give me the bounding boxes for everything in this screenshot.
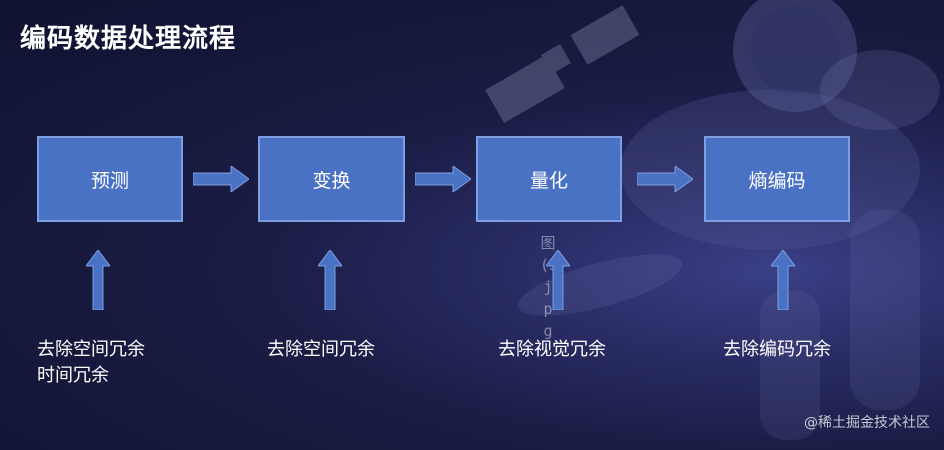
- step-caption-entropy-coding: 去除编码冗余: [723, 337, 831, 363]
- up-arrow-icon: [546, 250, 570, 310]
- right-arrow-icon: [193, 166, 249, 192]
- step-box-quantize: 量化: [476, 136, 622, 222]
- right-arrow-icon: [637, 166, 693, 192]
- caption-line: 去除视觉冗余: [498, 339, 606, 360]
- up-arrow-icon: [86, 250, 110, 310]
- step-caption-transform: 去除空间冗余: [267, 337, 375, 363]
- step-box-entropy-coding: 熵编码: [704, 136, 850, 222]
- step-caption-quantize: 去除视觉冗余: [498, 337, 606, 363]
- step-box-predict: 预测: [37, 136, 183, 222]
- caption-line: 去除空间冗余: [37, 339, 145, 360]
- page-title: 编码数据处理流程: [20, 24, 237, 54]
- step-caption-predict: 去除空间冗余 时间冗余: [37, 337, 145, 389]
- right-arrow-icon: [415, 166, 471, 192]
- up-arrow-icon: [771, 250, 795, 310]
- watermark: @稀土掘金技术社区: [804, 415, 930, 431]
- caption-line: 去除编码冗余: [723, 339, 831, 360]
- caption-line: 时间冗余: [37, 365, 109, 386]
- caption-line: 去除空间冗余: [267, 339, 375, 360]
- step-box-transform: 变换: [258, 136, 405, 222]
- up-arrow-icon: [318, 250, 342, 310]
